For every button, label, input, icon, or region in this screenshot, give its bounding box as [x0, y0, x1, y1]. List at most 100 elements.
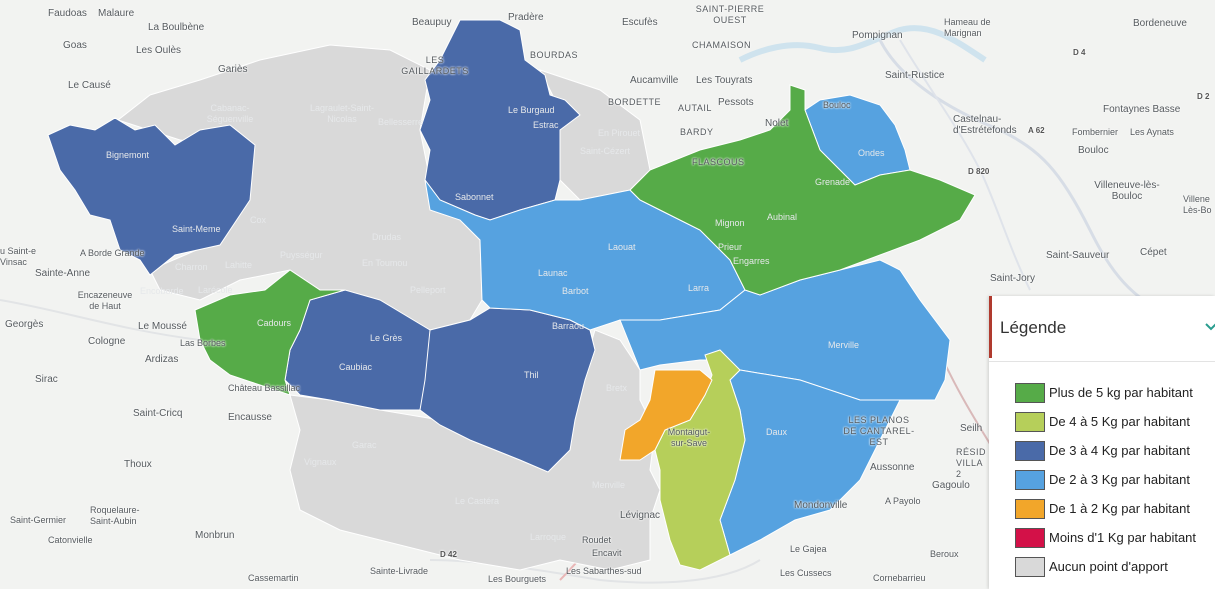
- place-label: Bordeneuve: [1133, 18, 1187, 29]
- legend-item-label: Plus de 5 kg par habitant: [1049, 385, 1193, 400]
- place-label: Hameau de Marignan: [944, 17, 991, 38]
- legend-swatch: [1015, 441, 1045, 461]
- place-label: Saint-Cézert: [580, 146, 631, 156]
- place-label: Aussonne: [870, 462, 915, 473]
- chevron-down-icon[interactable]: [1204, 316, 1215, 336]
- place-label: Saint-Meme: [172, 224, 221, 234]
- legend-item-label: De 1 à 2 Kg par habitant: [1049, 501, 1190, 516]
- legend-swatch: [1015, 499, 1045, 519]
- place-label: BORDETTE: [608, 97, 662, 107]
- place-label: Merville: [828, 340, 860, 350]
- place-label: Les Sabarthes-sud: [566, 566, 642, 576]
- place-label: En Pirouet: [598, 128, 641, 138]
- place-label: Seilh: [960, 423, 983, 434]
- place-label: Saint-Rustice: [885, 70, 945, 81]
- place-label: La Boulbène: [148, 22, 205, 33]
- place-label: Bouloc: [823, 100, 851, 110]
- place-label: Pessots: [718, 97, 754, 108]
- place-label: Cépet: [1140, 247, 1167, 258]
- place-label: AUTAIL: [678, 103, 712, 113]
- place-label: Fombernier: [1072, 127, 1119, 137]
- legend-item-label: De 3 à 4 Kg par habitant: [1049, 443, 1190, 458]
- place-label: Monbrun: [195, 530, 235, 541]
- place-label: Le Castéra: [455, 496, 500, 506]
- place-label: Encavit: [592, 548, 622, 558]
- place-label: Montaigut-sur-Save: [667, 427, 711, 448]
- legend-title: Légende: [1000, 318, 1067, 337]
- legend-swatch: [1015, 528, 1045, 548]
- place-label: Pompignan: [852, 30, 903, 41]
- place-label: BOURDAS: [530, 50, 579, 60]
- place-label: Daux: [766, 427, 788, 437]
- place-label: Catonvielle: [48, 535, 93, 545]
- place-label: Encazeneuve de Haut: [77, 290, 133, 311]
- place-label: Vignaux: [304, 457, 337, 467]
- place-label: FLASCOUS: [692, 157, 745, 167]
- place-label: Encausse: [228, 412, 272, 423]
- place-label: Encoborde: [140, 286, 184, 296]
- place-label: A Payolo: [885, 496, 921, 506]
- place-label: CHAMAISON: [692, 40, 752, 50]
- place-label: Drudas: [372, 232, 402, 242]
- place-label: Estrac: [533, 120, 559, 130]
- place-label: Les Aynats: [1130, 127, 1174, 137]
- legend-item-label: Moins d'1 Kg par habitant: [1049, 530, 1197, 545]
- place-label: Sainte-Livrade: [370, 566, 429, 576]
- place-label: Aubinal: [767, 212, 798, 222]
- place-label: Roudet: [582, 535, 612, 545]
- place-label: Cologne: [88, 336, 126, 347]
- place-label: Launac: [538, 268, 568, 278]
- place-label: Charron: [175, 262, 208, 272]
- zone-blue-brignemont: [47, 117, 256, 276]
- road-label: A 62: [1028, 126, 1045, 135]
- place-label: Castelnau-d'Estrétefonds: [953, 114, 1017, 136]
- place-label: Georgès: [5, 319, 44, 330]
- place-label: Ondes: [858, 148, 885, 158]
- place-label: Mondonville: [794, 500, 848, 511]
- place-label: Le Gajea: [790, 544, 827, 554]
- place-label: Les Oulès: [136, 45, 182, 56]
- legend-item-label: De 4 à 5 Kg par habitant: [1049, 414, 1190, 429]
- place-label: Bouloc: [1078, 145, 1109, 156]
- zone-green-cadours: [194, 269, 346, 396]
- place-label: Goas: [63, 40, 87, 51]
- place-label: RÉSID VILLA 2: [956, 447, 987, 479]
- place-label: Engarres: [733, 256, 770, 266]
- legend-header[interactable]: Légende: [989, 296, 1215, 358]
- place-label: Cassemartin: [248, 573, 299, 583]
- place-label: Saint-Sauveur: [1046, 250, 1110, 261]
- legend-item-label: De 2 à 3 Kg par habitant: [1049, 472, 1190, 487]
- place-label: Sirac: [35, 374, 58, 385]
- zone-green-grenade: [629, 84, 976, 296]
- place-label: A Borde Grande: [80, 248, 145, 258]
- place-label: Larroque: [530, 532, 567, 542]
- road-label: D 4: [1073, 48, 1086, 57]
- place-label: Le Burgaud: [508, 105, 555, 115]
- legend-swatch: [1015, 383, 1045, 403]
- place-label: Ardizas: [145, 354, 179, 365]
- place-label: Bignemont: [106, 150, 150, 160]
- place-label: Mignon: [715, 218, 745, 228]
- place-label: Puysségur: [280, 250, 323, 260]
- place-label: Larécole: [198, 285, 233, 295]
- place-label: Gagoulo: [932, 480, 970, 491]
- place-label: Escufès: [622, 17, 658, 28]
- place-label: Larra: [688, 283, 710, 293]
- place-label: SAINT-PIERRE OUEST: [695, 4, 765, 25]
- place-label: Saint-Cricq: [133, 408, 183, 419]
- place-label: Les Cussecs: [780, 568, 832, 578]
- place-label: Les Bourguets: [488, 574, 547, 584]
- place-label: Le Causé: [68, 80, 111, 91]
- place-label: Beroux: [930, 549, 959, 559]
- place-label: Sabonnet: [455, 192, 494, 202]
- place-label: Cox: [250, 215, 267, 225]
- place-label: Le Grès: [370, 333, 403, 343]
- place-label: Saint-Germier: [10, 515, 67, 525]
- place-label: Le Moussé: [138, 321, 187, 332]
- place-label: Thil: [524, 370, 539, 380]
- place-label: Lévignac: [620, 510, 661, 521]
- place-label: Las Borbes: [180, 338, 226, 348]
- place-label: Les Touyrats: [696, 75, 753, 86]
